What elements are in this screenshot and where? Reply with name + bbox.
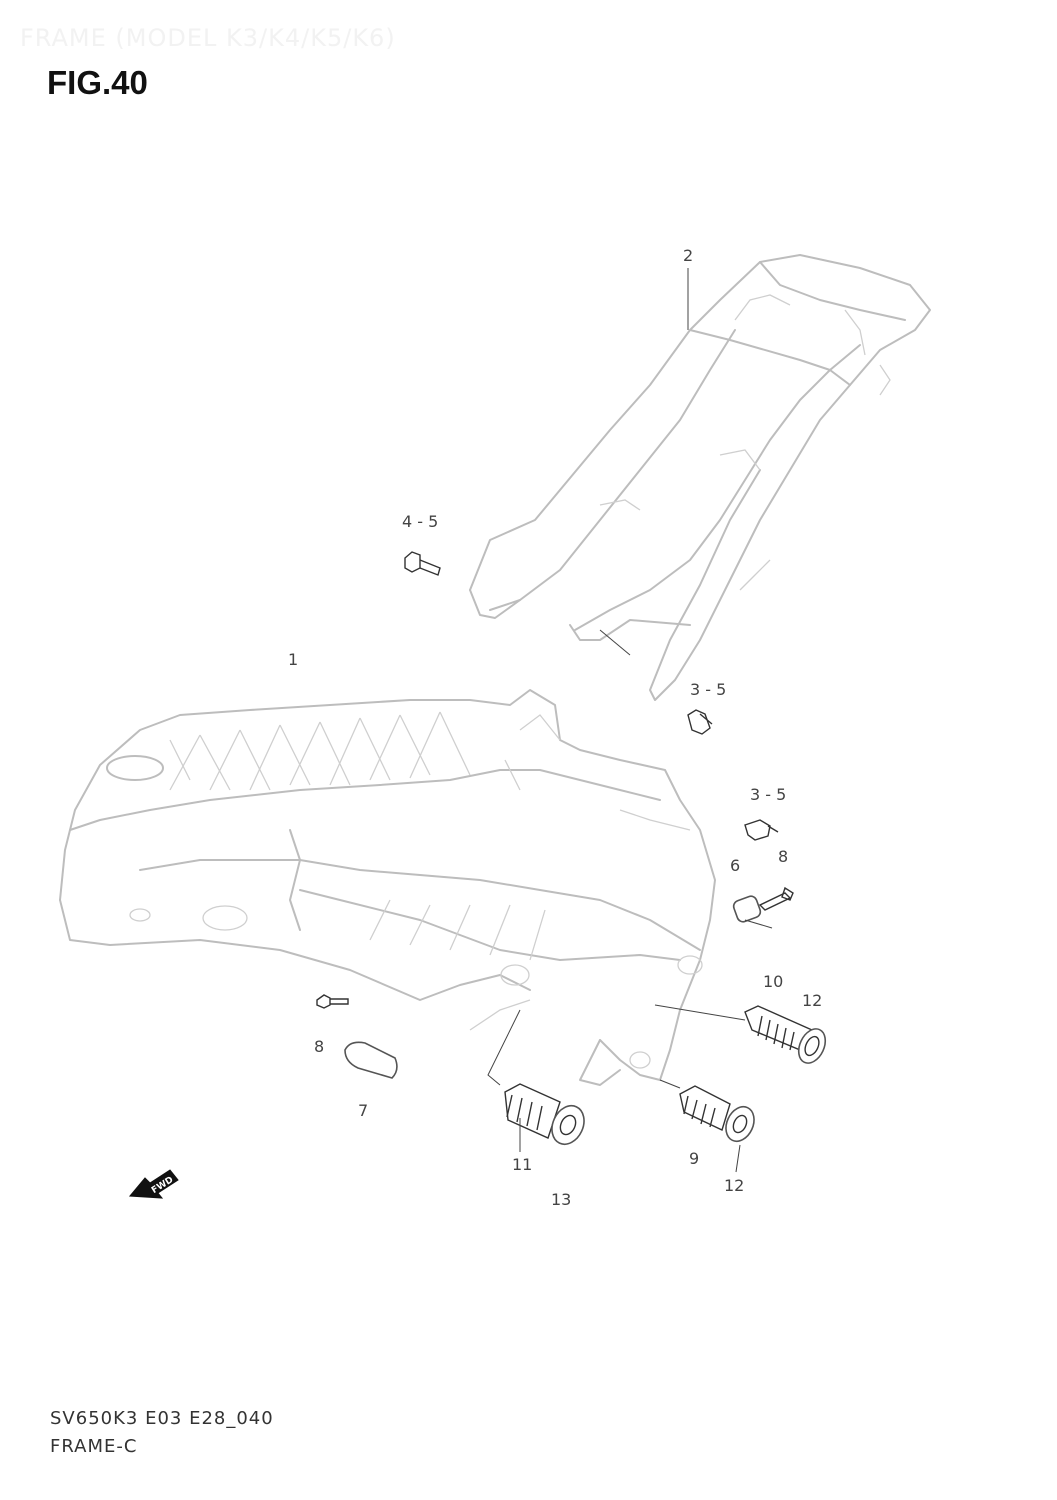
adjuster-11 [504, 1083, 585, 1146]
diagram-name: FRAME-C [50, 1436, 138, 1457]
leader-lines [487, 268, 773, 1173]
callout-3-5-lower: 3 - 5 [750, 785, 787, 804]
bolt-8-upper [758, 886, 794, 911]
pivot-bolt-10-12 [744, 1005, 827, 1064]
main-frame [59, 689, 716, 1086]
adjuster-9-12 [679, 1085, 755, 1143]
callout-13: 13 [551, 1190, 572, 1209]
bolt-3-5-lower [744, 819, 779, 841]
diagram-code: SV650K3 E03 E28_040 [50, 1408, 274, 1429]
figure-title: FIG.40 [47, 64, 148, 101]
callout-12-lower: 12 [724, 1176, 745, 1195]
faint-page-title: FRAME (MODEL K3/K4/K5/K6) [20, 24, 396, 52]
seat-rail-subframe [469, 254, 931, 701]
callout-4-5: 4 - 5 [402, 512, 439, 531]
callout-8-right: 8 [778, 847, 789, 866]
bolt-3-5-upper [687, 709, 713, 735]
callout-8-left: 8 [314, 1037, 325, 1056]
callout-3-5-upper: 3 - 5 [690, 680, 727, 699]
bolt-8-lower [316, 994, 349, 1009]
callout-1: 1 [288, 650, 299, 669]
callout-2: 2 [683, 246, 694, 265]
fwd-direction-arrow: FWD [128, 1169, 179, 1199]
callout-12-upper: 12 [802, 991, 823, 1010]
callout-10: 10 [763, 972, 784, 991]
callout-11: 11 [512, 1155, 533, 1174]
callout-7: 7 [358, 1101, 369, 1120]
bolt-4-5 [404, 551, 441, 576]
callout-6: 6 [730, 856, 741, 875]
bushing-6 [732, 895, 762, 923]
spacer-7 [344, 1041, 398, 1079]
callout-9: 9 [689, 1149, 700, 1168]
